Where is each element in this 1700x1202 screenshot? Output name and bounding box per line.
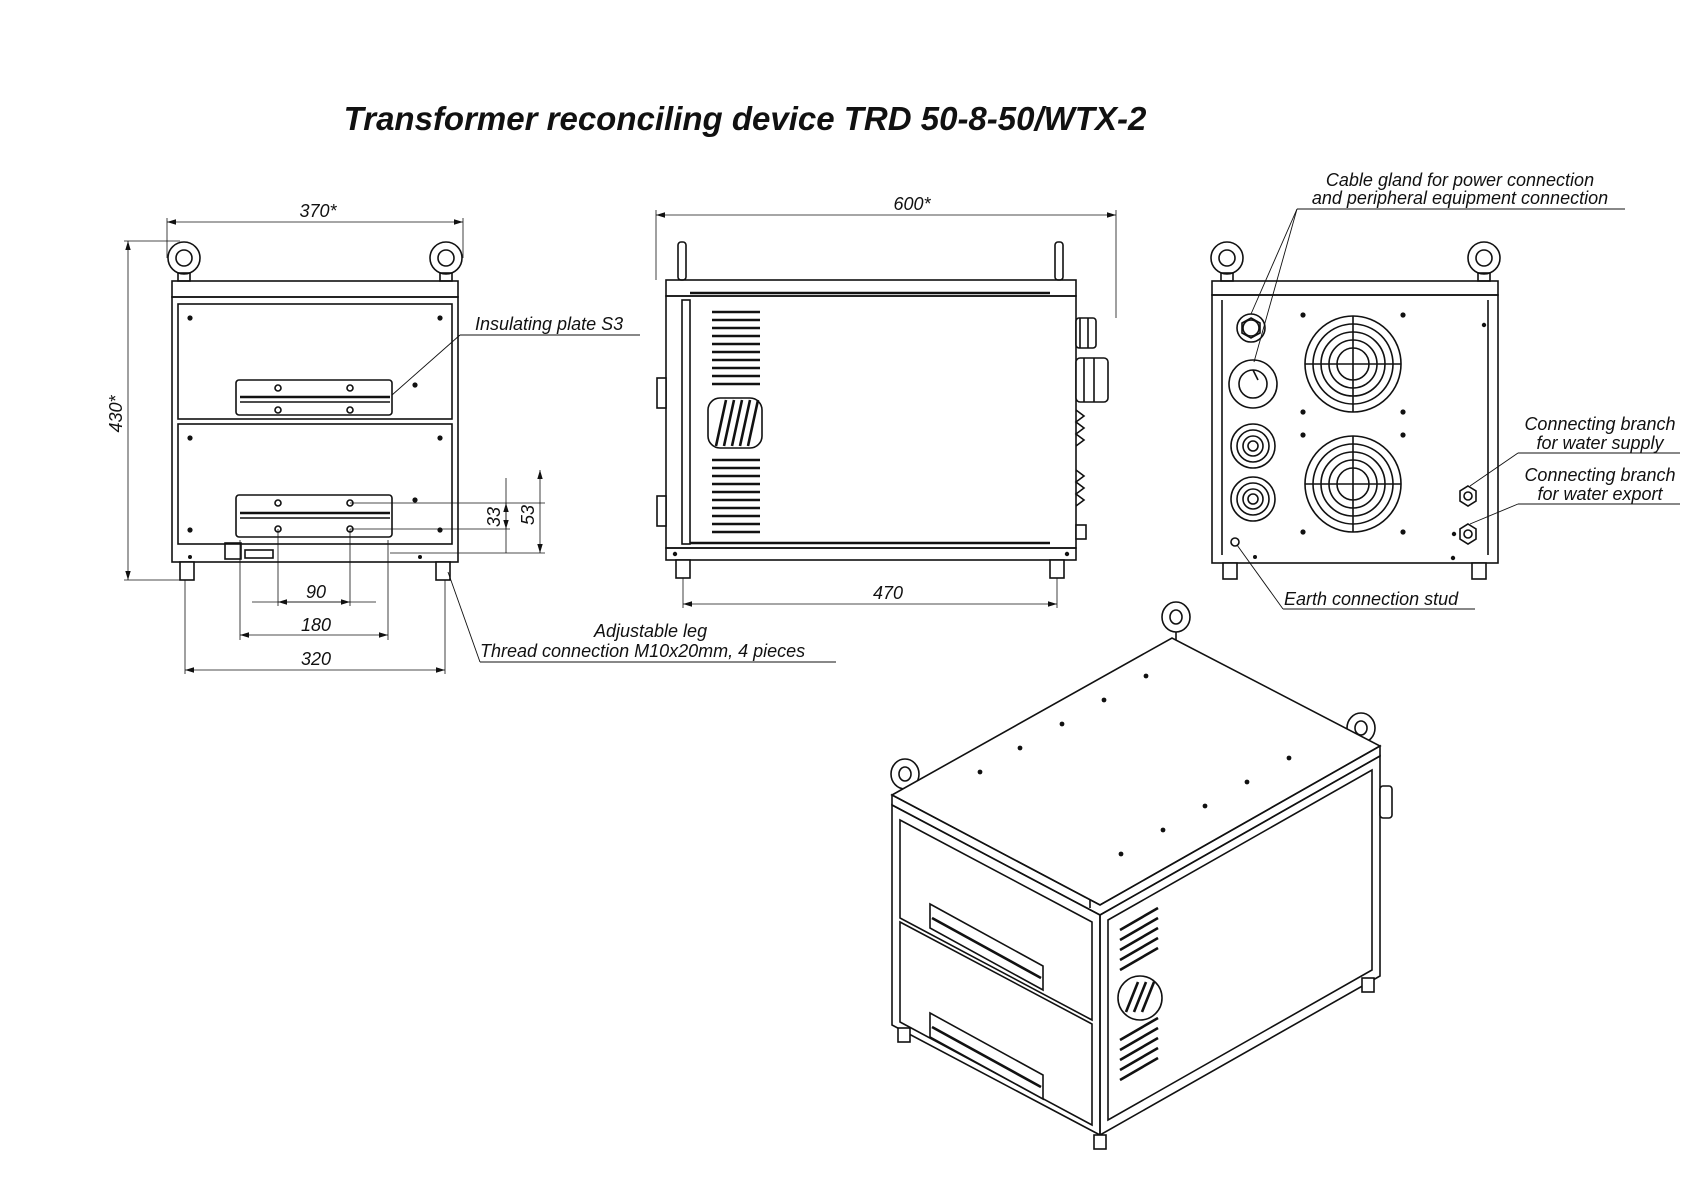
round-cover-icon bbox=[1230, 423, 1276, 469]
side-view: 600* 470 bbox=[655, 194, 1117, 608]
front-view: 370* 430* 90 180 320 33 53 Insu bbox=[106, 201, 836, 674]
drawing-title: Transformer reconciling device TRD 50-8-… bbox=[344, 100, 1147, 137]
callout-earth-stud: Earth connection stud bbox=[1284, 589, 1459, 609]
isometric-view bbox=[890, 601, 1393, 1150]
callout-cable-gland-line1: Cable gland for power connection bbox=[1326, 170, 1594, 190]
eye-bolt-icon bbox=[1210, 241, 1244, 282]
rear-view: Cable gland for power connection and per… bbox=[1210, 170, 1680, 610]
callout-water-supply-line1: Connecting branch bbox=[1524, 414, 1675, 434]
callout-water-export-line1: Connecting branch bbox=[1524, 465, 1675, 485]
water-export-connector-icon bbox=[1459, 523, 1477, 545]
handle-lower bbox=[235, 494, 393, 538]
callout-water-supply-line2: for water supply bbox=[1536, 433, 1664, 453]
callout-insulating-plate: Insulating plate S3 bbox=[475, 314, 623, 334]
iso-vent-grille bbox=[1117, 906, 1163, 1082]
dim-handle-hole-spacing: 90 bbox=[306, 582, 326, 602]
iso-handle-upper bbox=[929, 902, 1044, 992]
fan-grille-icon bbox=[1300, 432, 1406, 535]
vent-grille-bottom bbox=[712, 458, 760, 534]
top-screws bbox=[977, 673, 1292, 857]
vent-grille-top bbox=[712, 310, 760, 386]
callout-thread-connection: Thread connection M10x20mm, 4 pieces bbox=[480, 641, 805, 661]
vent-grille-middle bbox=[707, 397, 763, 449]
eye-bolt-icon bbox=[1161, 601, 1191, 642]
dim-handle-height-large: 53 bbox=[518, 505, 538, 525]
handle-upper bbox=[235, 379, 393, 416]
callout-water-export-line2: for water export bbox=[1537, 484, 1663, 504]
dim-handle-length: 180 bbox=[301, 615, 331, 635]
round-cover-icon bbox=[1230, 476, 1276, 522]
dim-side-leg-spacing: 470 bbox=[873, 583, 903, 603]
eye-bolt-icon bbox=[429, 241, 463, 282]
eye-bolt-icon bbox=[167, 241, 201, 282]
cable-gland-icon bbox=[1075, 357, 1109, 403]
dim-handle-height-small: 33 bbox=[484, 507, 504, 527]
cable-gland-icon bbox=[1228, 359, 1278, 409]
cable-gland-icon bbox=[1075, 317, 1097, 349]
dim-front-width: 370* bbox=[299, 201, 337, 221]
eye-bolt-icon bbox=[1467, 241, 1501, 282]
panel-screws bbox=[187, 315, 443, 533]
dim-front-height: 430* bbox=[106, 394, 126, 432]
callout-adjustable-leg: Adjustable leg bbox=[593, 621, 707, 641]
callout-cable-gland-line2: and peripheral equipment connection bbox=[1312, 188, 1608, 208]
dim-side-length: 600* bbox=[893, 194, 931, 214]
dim-leg-spacing: 320 bbox=[301, 649, 331, 669]
iso-handle-lower bbox=[929, 1011, 1044, 1101]
fan-grille-icon bbox=[1300, 312, 1406, 415]
water-supply-connector-icon bbox=[1459, 485, 1477, 507]
